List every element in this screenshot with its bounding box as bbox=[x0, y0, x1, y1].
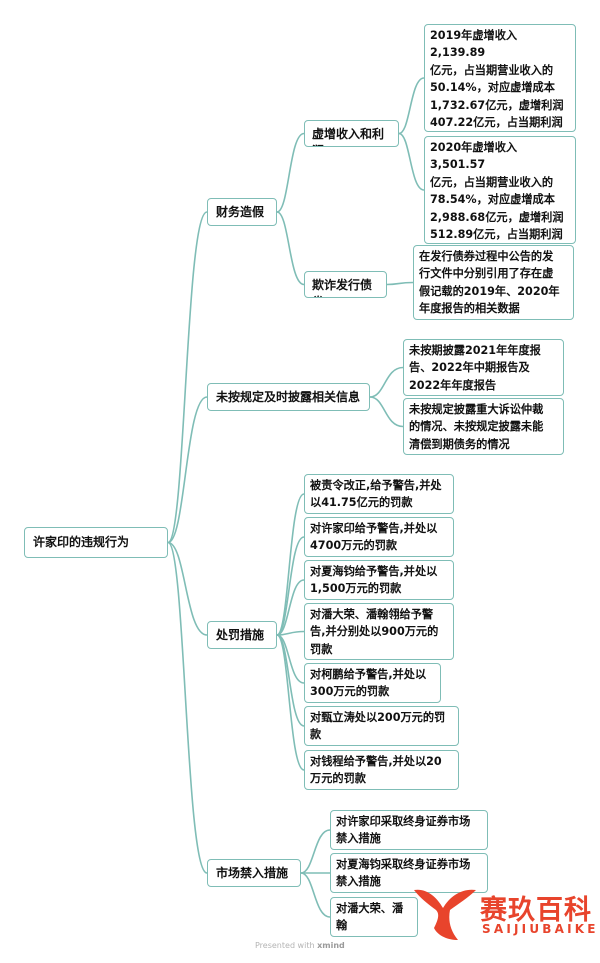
connector-branch-market-ban-to-leaf-ban-xu bbox=[300, 829, 331, 874]
watermark-title: 赛玖百科 bbox=[480, 895, 592, 926]
connector-branch-finance-to-subbranch-bonds bbox=[276, 211, 305, 286]
leaf-revenue-2020[interactable]: 2020年虚增收入3,501.57 亿元，占当期营业收入的 78.54%，对应虚… bbox=[424, 136, 576, 244]
connector-branch-disclosure-to-leaf-disclosure-litigation bbox=[369, 396, 404, 428]
footer-brand: xmind bbox=[317, 941, 345, 950]
leaf-penalty-zhen[interactable]: 对甄立涛处以200万元的罚 款 bbox=[304, 706, 459, 746]
leaf-penalty-qian[interactable]: 对钱程给予警告,并处以20 万元的罚款 bbox=[304, 750, 459, 790]
leaf-bonds[interactable]: 在发行债券过程中公告的发 行文件中分别引用了存在虚 假记载的2019年、2020… bbox=[413, 245, 574, 320]
connector-branch-penalty-to-leaf-penalty-company bbox=[276, 493, 305, 636]
connector-branch-penalty-to-leaf-penalty-xu bbox=[276, 536, 305, 636]
connector-branch-market-ban-to-leaf-ban-pan bbox=[300, 872, 331, 918]
branch-market-ban[interactable]: 市场禁入措施 bbox=[207, 859, 301, 887]
leaf-ban-xia[interactable]: 对夏海钧采取终身证券市场 禁入措施 bbox=[330, 853, 488, 893]
leaf-penalty-xu[interactable]: 对许家印给予警告,并处以 4700万元的罚款 bbox=[304, 517, 454, 557]
connector-branch-finance-to-subbranch-revenue bbox=[276, 132, 305, 213]
root-node[interactable]: 许家印的违规行为 bbox=[24, 527, 168, 558]
subbranch-revenue[interactable]: 虚增收入和利润 bbox=[304, 120, 399, 147]
connector-subbranch-bonds-to-leaf-bonds bbox=[386, 281, 414, 286]
watermark-logo: 赛玖百科 SAIJIUBAIKE bbox=[412, 884, 598, 946]
subbranch-bonds[interactable]: 欺诈发行债券 bbox=[304, 271, 387, 298]
connector-root-node-to-branch-disclosure bbox=[167, 396, 208, 544]
connector-root-node-to-branch-finance bbox=[167, 211, 208, 544]
connector-branch-disclosure-to-leaf-disclosure-reports bbox=[369, 366, 404, 398]
connector-branch-penalty-to-leaf-penalty-xia bbox=[276, 579, 305, 636]
whale-tail-icon bbox=[414, 889, 476, 940]
leaf-penalty-pan[interactable]: 对潘大荣、潘翰翎给予警 告,并分别处以900万元的 罚款 bbox=[304, 603, 454, 660]
leaf-ban-xu[interactable]: 对许家印采取终身证券市场 禁入措施 bbox=[330, 810, 488, 850]
branch-finance[interactable]: 财务造假 bbox=[207, 198, 277, 226]
connector-branch-penalty-to-leaf-penalty-qian bbox=[276, 634, 305, 771]
leaf-penalty-company[interactable]: 被责令改正,给予警告,并处 以41.75亿元的罚款 bbox=[304, 474, 454, 514]
leaf-disclosure-reports[interactable]: 未按期披露2021年年度报 告、2022年中期报告及 2022年年度报告 bbox=[403, 339, 564, 396]
connector-root-node-to-branch-penalty bbox=[167, 541, 208, 636]
leaf-disclosure-litigation[interactable]: 未按规定披露重大诉讼仲裁 的情况、未按规定披露未能 清偿到期债务的情况 bbox=[403, 398, 564, 455]
branch-penalty[interactable]: 处罚措施 bbox=[207, 621, 277, 649]
footer-credit: Presented with xmind bbox=[255, 941, 345, 950]
leaf-penalty-ke[interactable]: 对柯鹏给予警告,并处以 300万元的罚款 bbox=[304, 663, 441, 703]
connector-root-node-to-branch-market-ban bbox=[167, 541, 208, 874]
watermark-subtitle: SAIJIUBAIKE bbox=[482, 922, 599, 936]
footer-prefix: Presented with bbox=[255, 941, 315, 950]
branch-disclosure[interactable]: 未按规定及时披露相关信息 bbox=[207, 383, 370, 411]
leaf-revenue-2019[interactable]: 2019年虚增收入2,139.89 亿元，占当期营业收入的 50.14%，对应虚… bbox=[424, 24, 576, 132]
connector-subbranch-revenue-to-leaf-revenue-2019 bbox=[398, 77, 425, 135]
leaf-penalty-xia[interactable]: 对夏海钧给予警告,并处以 1,500万元的罚款 bbox=[304, 560, 454, 600]
connector-branch-penalty-to-leaf-penalty-pan bbox=[276, 630, 305, 636]
connector-subbranch-revenue-to-leaf-revenue-2020 bbox=[398, 132, 425, 191]
